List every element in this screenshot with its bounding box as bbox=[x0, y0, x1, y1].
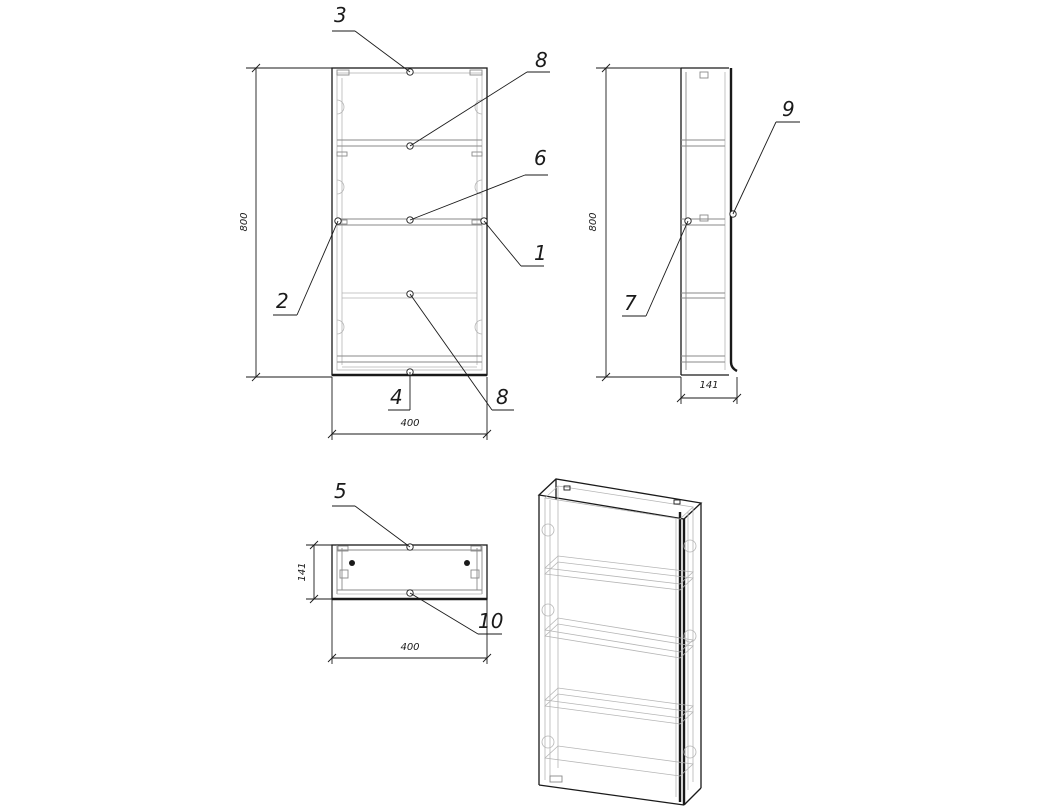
callout-8-top: 8 bbox=[535, 48, 548, 72]
side-depth-dimension: 141 bbox=[699, 380, 718, 391]
callout-1: 1 bbox=[534, 241, 547, 265]
isometric-view bbox=[537, 478, 703, 806]
callout-2: 2 bbox=[276, 289, 289, 313]
callout-8-bottom: 8 bbox=[496, 385, 509, 409]
front-view bbox=[246, 63, 492, 440]
front-height-dimension: 800 bbox=[239, 212, 250, 231]
callout-6: 6 bbox=[534, 146, 547, 170]
top-width-dimension: 400 bbox=[400, 642, 419, 653]
front-width-dimension: 400 bbox=[400, 418, 419, 429]
callout-7: 7 bbox=[624, 291, 637, 315]
callout-10: 10 bbox=[478, 609, 503, 633]
top-depth-dimension: 141 bbox=[297, 562, 308, 581]
callout-5: 5 bbox=[334, 479, 347, 503]
top-view bbox=[306, 505, 502, 664]
side-height-dimension: 800 bbox=[588, 212, 599, 231]
callout-4: 4 bbox=[390, 385, 403, 409]
side-view bbox=[596, 63, 800, 404]
callout-3: 3 bbox=[334, 3, 347, 27]
callout-9: 9 bbox=[782, 97, 795, 121]
front-leaders bbox=[273, 30, 550, 411]
